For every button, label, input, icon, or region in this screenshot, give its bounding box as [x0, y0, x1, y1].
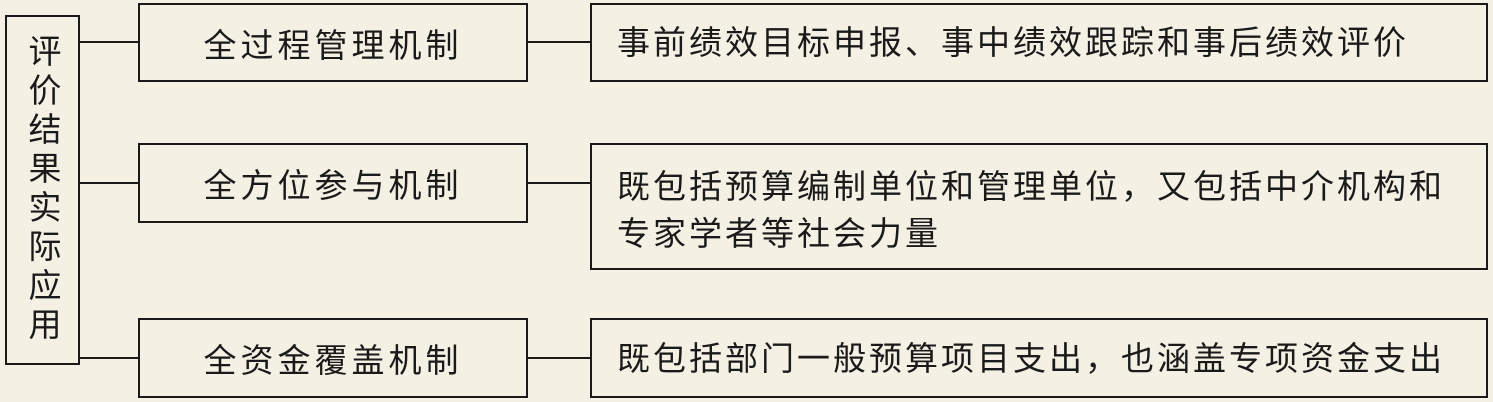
connector-line-mechanism-to-description-2: [528, 182, 590, 184]
connector-line-root-to-mechanism-2: [80, 182, 138, 184]
mechanism-node-3: 全资金覆盖机制: [138, 318, 528, 398]
connector-line-mechanism-to-description-3: [528, 357, 590, 359]
root-node: 评价结果实际应用: [5, 15, 80, 365]
mechanism-node-label: 全过程管理机制: [203, 25, 463, 65]
mechanism-node-label: 全资金覆盖机制: [203, 341, 463, 380]
connector-line-root-to-mechanism-1: [80, 41, 138, 43]
root-node-label: 评价结果实际应用: [23, 34, 62, 346]
mechanism-node-label: 全方位参与机制: [203, 166, 463, 205]
description-text-line: 专家学者等社会力量: [617, 214, 941, 253]
connector-line-root-to-mechanism-3: [80, 357, 138, 359]
description-node-3: 既包括部门一般预算项目支出，也涵盖专项资金支出: [590, 318, 1488, 398]
description-node-1: 事前绩效目标申报、事中绩效跟踪和事后绩效评价: [590, 3, 1488, 82]
description-text-line: 事前绩效目标申报、事中绩效跟踪和事后绩效评价: [617, 23, 1409, 62]
connector-line-mechanism-to-description-1: [528, 41, 590, 43]
description-node-2: 既包括预算编制单位和管理单位，又包括中介机构和 专家学者等社会力量: [590, 143, 1488, 270]
mechanism-node-2: 全方位参与机制: [138, 143, 528, 223]
mechanism-node-1: 全过程管理机制: [138, 3, 528, 82]
description-text-line: 既包括部门一般预算项目支出，也涵盖专项资金支出: [617, 338, 1445, 378]
description-text-line: 既包括预算编制单位和管理单位，又包括中介机构和: [617, 167, 1445, 206]
